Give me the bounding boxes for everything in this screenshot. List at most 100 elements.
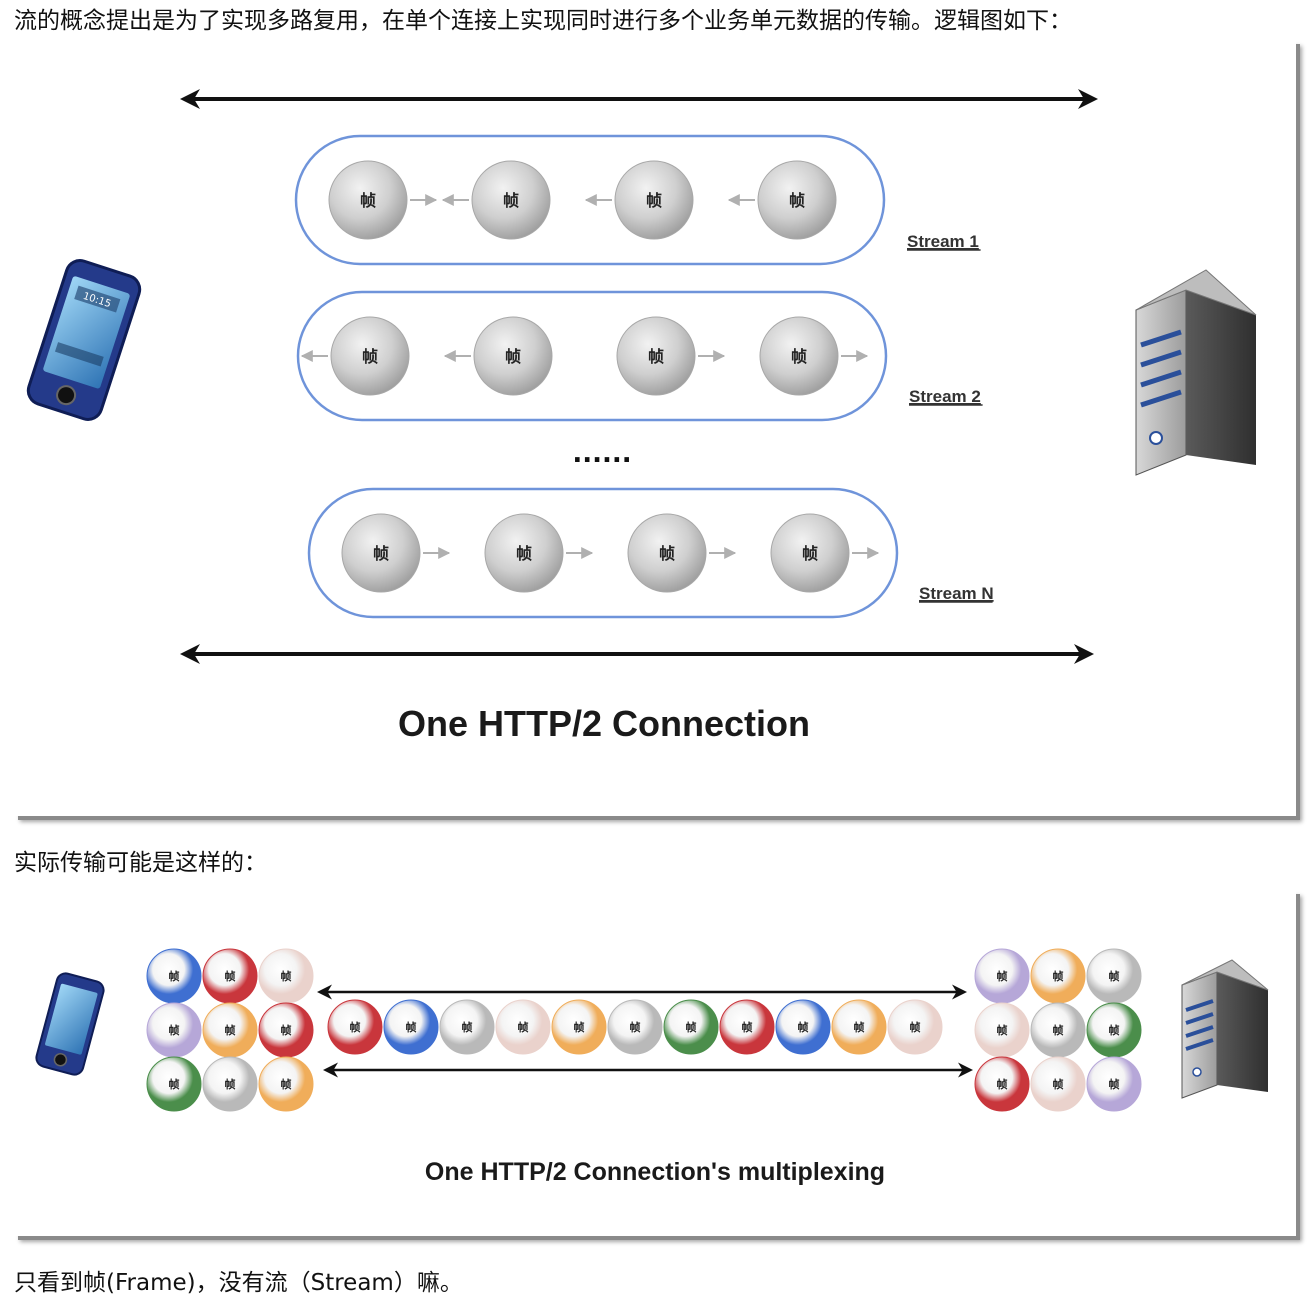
frame-label: 帧 xyxy=(281,1077,292,1091)
frame-label: 帧 xyxy=(281,969,292,983)
server-icon xyxy=(1135,269,1257,476)
frame-label: 帧 xyxy=(791,347,807,366)
stream-1: 帧 帧 帧 帧 Stream 1 xyxy=(294,134,981,266)
stream-logic-diagram-svg: 10:15 帧帧帧帧Stream 1帧帧帧帧Stream 2帧帧帧帧Stream… xyxy=(26,89,1257,744)
frame-label: 帧 xyxy=(742,1020,753,1034)
frame-label: 帧 xyxy=(1109,1023,1120,1037)
frame-ball-orange: 帧 xyxy=(831,999,887,1055)
multiplexing-diagram-svg: 帧帧帧帧帧帧帧帧帧帧帧帧帧帧帧帧帧帧帧帧帧帧帧帧帧帧帧帧帧 One HTTP/2… xyxy=(35,948,1269,1186)
frame-label: 帧 xyxy=(854,1020,865,1034)
frame-ball: 帧 xyxy=(616,316,696,396)
frame-ball-red: 帧 xyxy=(327,999,383,1055)
server-icon xyxy=(1181,959,1269,1099)
frame-ball-green: 帧 xyxy=(1086,1002,1142,1058)
phone-icon: 10:15 xyxy=(26,259,142,421)
frame-label: 帧 xyxy=(516,544,532,563)
frame-ball-gray: 帧 xyxy=(607,999,663,1055)
frame-ball: 帧 xyxy=(759,316,839,396)
frame-ball-orange: 帧 xyxy=(202,1002,258,1058)
frame-label: 帧 xyxy=(225,1023,236,1037)
frame-ball-blue: 帧 xyxy=(146,948,202,1004)
frame-label: 帧 xyxy=(350,1020,361,1034)
frame-ball-pink: 帧 xyxy=(974,1002,1030,1058)
outro-paragraph: 只看到帧(Frame)，没有流（Stream）嘛。 xyxy=(14,1270,463,1296)
middle-paragraph: 实际传输可能是这样的： xyxy=(14,850,267,876)
frame-label: 帧 xyxy=(406,1020,417,1034)
frame-ball-green: 帧 xyxy=(663,999,719,1055)
frame-ball-blue: 帧 xyxy=(775,999,831,1055)
frame-ball: 帧 xyxy=(330,316,410,396)
frame-ball-red: 帧 xyxy=(974,1056,1030,1112)
frame-label: 帧 xyxy=(362,347,378,366)
frame-ball: 帧 xyxy=(770,513,850,593)
frame-ball-orange: 帧 xyxy=(551,999,607,1055)
stream-pill xyxy=(307,487,899,619)
stream-pill xyxy=(296,290,888,422)
frame-label: 帧 xyxy=(910,1020,921,1034)
frame-label: 帧 xyxy=(630,1020,641,1034)
frame-label: 帧 xyxy=(1053,1077,1064,1091)
frame-label: 帧 xyxy=(505,347,521,366)
stream-label: Stream 2 xyxy=(909,387,981,406)
frame-ball-purple: 帧 xyxy=(1086,1056,1142,1112)
frame-ball: 帧 xyxy=(757,160,837,240)
frame-label: 帧 xyxy=(169,1077,180,1091)
stream-ellipsis: ...... xyxy=(572,439,631,469)
frame-label: 帧 xyxy=(1109,1077,1120,1091)
frame-ball-pink: 帧 xyxy=(1030,1056,1086,1112)
frame-ball-pink: 帧 xyxy=(495,999,551,1055)
frame-ball-gray: 帧 xyxy=(439,999,495,1055)
frame-ball-orange: 帧 xyxy=(1030,948,1086,1004)
frame-label: 帧 xyxy=(648,347,664,366)
frame-label: 帧 xyxy=(574,1020,585,1034)
stream-2: 帧 帧 帧 帧 Stream 2 xyxy=(296,290,983,422)
stream-label: Stream 1 xyxy=(907,232,979,251)
frame-label: 帧 xyxy=(225,969,236,983)
frame-ball-gray: 帧 xyxy=(202,1056,258,1112)
frame-ball-gray: 帧 xyxy=(1086,948,1142,1004)
frame-ball-red: 帧 xyxy=(719,999,775,1055)
frame-ball-red: 帧 xyxy=(258,1002,314,1058)
frame-label: 帧 xyxy=(798,1020,809,1034)
frame-ball-blue: 帧 xyxy=(383,999,439,1055)
frame-ball: 帧 xyxy=(341,513,421,593)
frame-label: 帧 xyxy=(997,1077,1008,1091)
frame-ball-orange: 帧 xyxy=(258,1056,314,1112)
frame-ball-pink: 帧 xyxy=(258,948,314,1004)
stream-label: Stream N xyxy=(919,584,994,603)
intro-paragraph: 流的概念提出是为了实现多路复用，在单个连接上实现同时进行多个业务单元数据的传输。… xyxy=(14,8,1072,34)
frame-label: 帧 xyxy=(503,191,519,210)
stream-3: 帧 帧 帧 帧 Stream N xyxy=(307,487,994,619)
frame-ball-pink: 帧 xyxy=(887,999,943,1055)
figure2-caption: One HTTP/2 Connection's multiplexing xyxy=(425,1158,885,1186)
frame-ball-green: 帧 xyxy=(146,1056,202,1112)
frame-label: 帧 xyxy=(659,544,675,563)
streams-group: 帧帧帧帧Stream 1帧帧帧帧Stream 2帧帧帧帧Stream N xyxy=(294,134,994,619)
multiplexing-diagram: 帧帧帧帧帧帧帧帧帧帧帧帧帧帧帧帧帧帧帧帧帧帧帧帧帧帧帧帧帧 One HTTP/2… xyxy=(14,890,1296,1236)
phone-icon xyxy=(35,972,105,1076)
frame-ball: 帧 xyxy=(484,513,564,593)
stream-pill xyxy=(294,134,886,266)
frame-label: 帧 xyxy=(1053,1023,1064,1037)
frame-ball: 帧 xyxy=(328,160,408,240)
frame-ball: 帧 xyxy=(471,160,551,240)
frame-label: 帧 xyxy=(997,969,1008,983)
frame-ball: 帧 xyxy=(473,316,553,396)
figure1-caption: One HTTP/2 Connection xyxy=(398,703,810,744)
frame-label: 帧 xyxy=(281,1023,292,1037)
frame-label: 帧 xyxy=(360,191,376,210)
frame-label: 帧 xyxy=(802,544,818,563)
frame-label: 帧 xyxy=(646,191,662,210)
frame-label: 帧 xyxy=(789,191,805,210)
frame-label: 帧 xyxy=(169,1023,180,1037)
frame-label: 帧 xyxy=(169,969,180,983)
frame-label: 帧 xyxy=(1053,969,1064,983)
frame-label: 帧 xyxy=(686,1020,697,1034)
frame-label: 帧 xyxy=(997,1023,1008,1037)
frame-label: 帧 xyxy=(1109,969,1120,983)
frame-ball-red: 帧 xyxy=(202,948,258,1004)
frame-label: 帧 xyxy=(373,544,389,563)
frame-ball-gray: 帧 xyxy=(1030,1002,1086,1058)
frame-label: 帧 xyxy=(462,1020,473,1034)
